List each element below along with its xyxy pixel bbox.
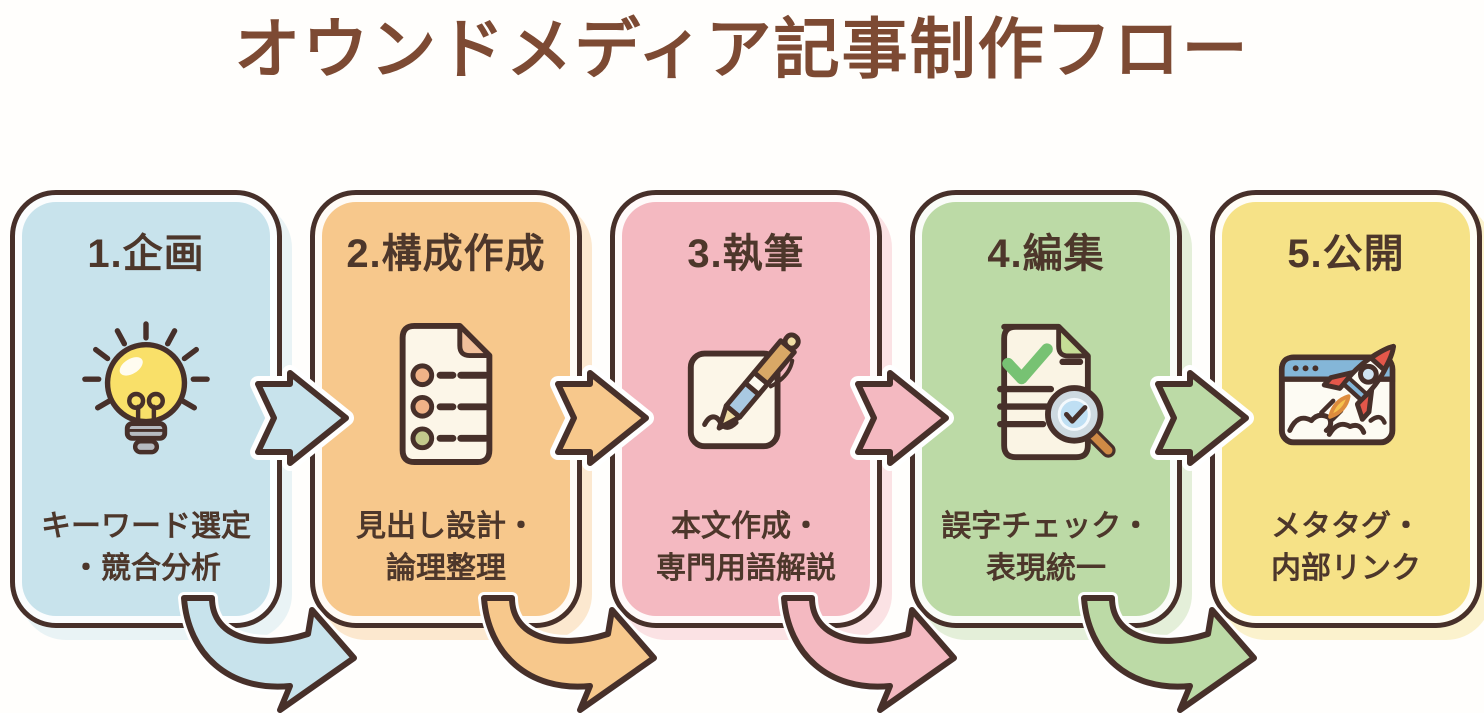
step-description-writing: 本文作成・ 専門用語解説 (656, 509, 836, 586)
step-description-planning: キーワード選定 ・競合分析 (41, 509, 251, 586)
step-card-planning: 1.企画 キーワード選定 ・競合分析 (10, 190, 282, 628)
flow-arrow-4-5-icon (1150, 365, 1254, 471)
step-label-writing: 3.執筆 (687, 232, 805, 276)
flow-arrow-1-2-icon (250, 365, 354, 471)
page-title: オウンドメディア記事制作フロー (234, 12, 1250, 86)
step-description-publish: メタタグ・ 内部リンク (1271, 509, 1421, 586)
curved-arrow-1-2-icon (178, 592, 360, 713)
step-card-writing: 3.執筆 本文作成・ 専門用語解説 (610, 190, 882, 628)
step-card-outline: 2.構成作成 見出し設計・ 論理整理 (310, 190, 582, 628)
rocket-launch-browser-icon (1223, 279, 1469, 506)
step-label-planning: 1.企画 (87, 232, 205, 276)
flow-arrow-3-4-icon (850, 365, 954, 471)
step-label-editing: 4.編集 (987, 232, 1105, 276)
pen-writing-icon (623, 279, 869, 506)
curved-arrow-3-4-icon (778, 592, 960, 713)
step-description-outline: 見出し設計・ 論理整理 (356, 509, 536, 586)
step-card-editing: 4.編集 誤字チェック・ 表現統一 (910, 190, 1182, 628)
proofread-magnifier-icon (923, 279, 1169, 506)
lightbulb-idea-icon (23, 279, 269, 506)
step-description-editing: 誤字チェック・ 表現統一 (941, 509, 1151, 586)
flow-arrow-2-3-icon (550, 365, 654, 471)
step-label-publish: 5.公開 (1287, 232, 1405, 276)
step-card-publish: 5.公開 (1210, 190, 1482, 628)
curved-arrow-4-5-icon (1078, 592, 1260, 713)
step-label-outline: 2.構成作成 (346, 232, 546, 276)
checklist-document-icon (323, 279, 569, 506)
curved-arrow-2-3-icon (478, 592, 660, 713)
